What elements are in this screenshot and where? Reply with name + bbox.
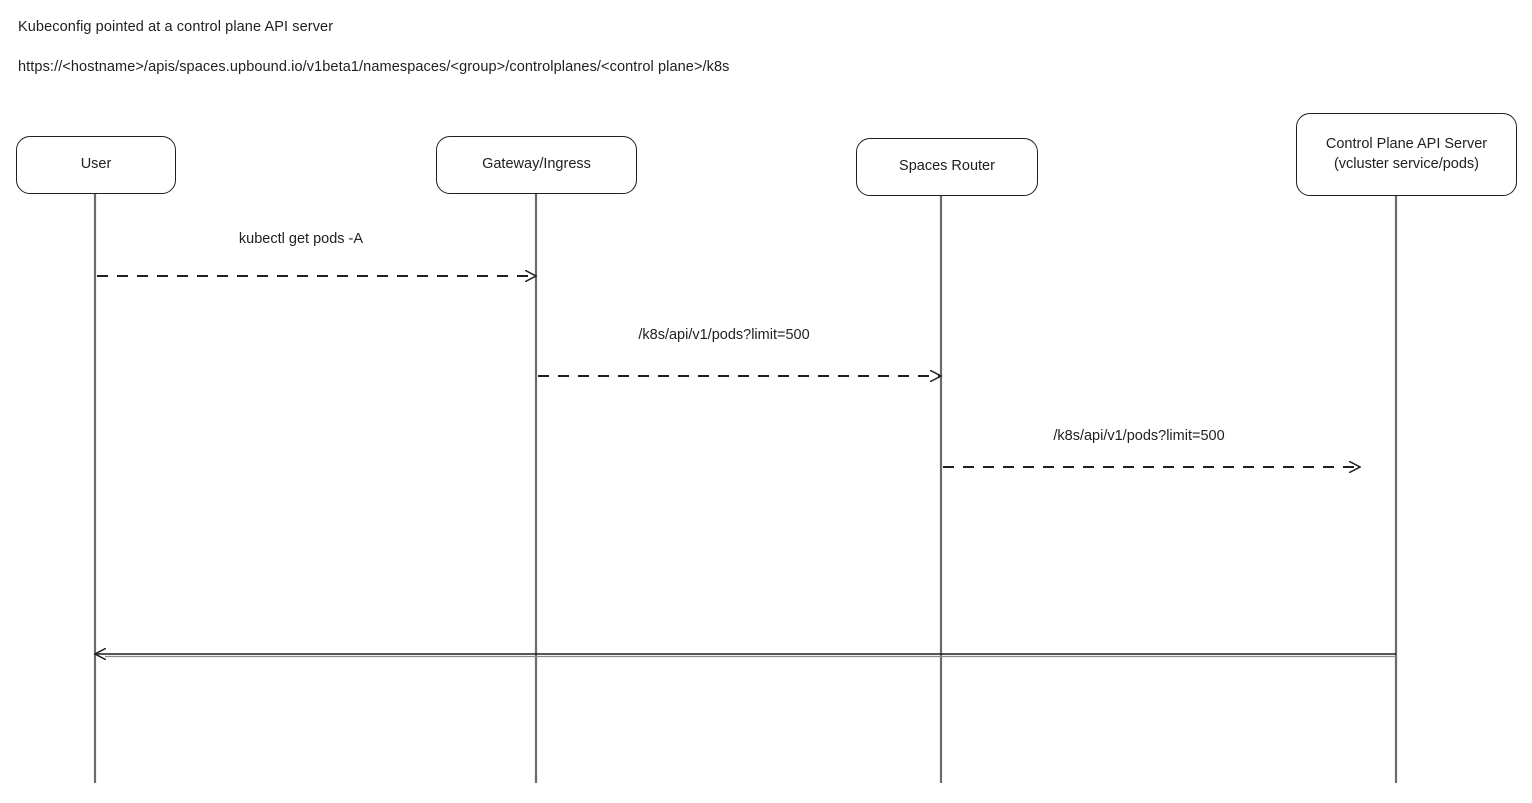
participant-label-gateway: Gateway/Ingress [482,156,591,173]
message-label-msg-3: /k8s/api/v1/pods?limit=500 [1053,428,1225,444]
note-kubeconfig-url: https://<hostname>/apis/spaces.upbound.i… [18,59,730,75]
participant-label-router: Spaces Router [899,158,995,175]
messages-group [95,276,1396,657]
lifelines-group [93,194,1398,783]
participant-box-gateway[interactable]: Gateway/Ingress [436,136,637,194]
message-label-msg-2: /k8s/api/v1/pods?limit=500 [638,327,810,343]
participant-box-user[interactable]: User [16,136,176,194]
note-kubeconfig-title: Kubeconfig pointed at a control plane AP… [18,19,334,35]
participant-box-router[interactable]: Spaces Router [856,138,1038,196]
participant-label-controlplane: Control Plane API Server (vcluster servi… [1325,135,1488,172]
message-label-msg-1: kubectl get pods -A [238,231,364,247]
participant-label-user: User [80,156,112,173]
participant-box-controlplane[interactable]: Control Plane API Server (vcluster servi… [1296,113,1517,196]
